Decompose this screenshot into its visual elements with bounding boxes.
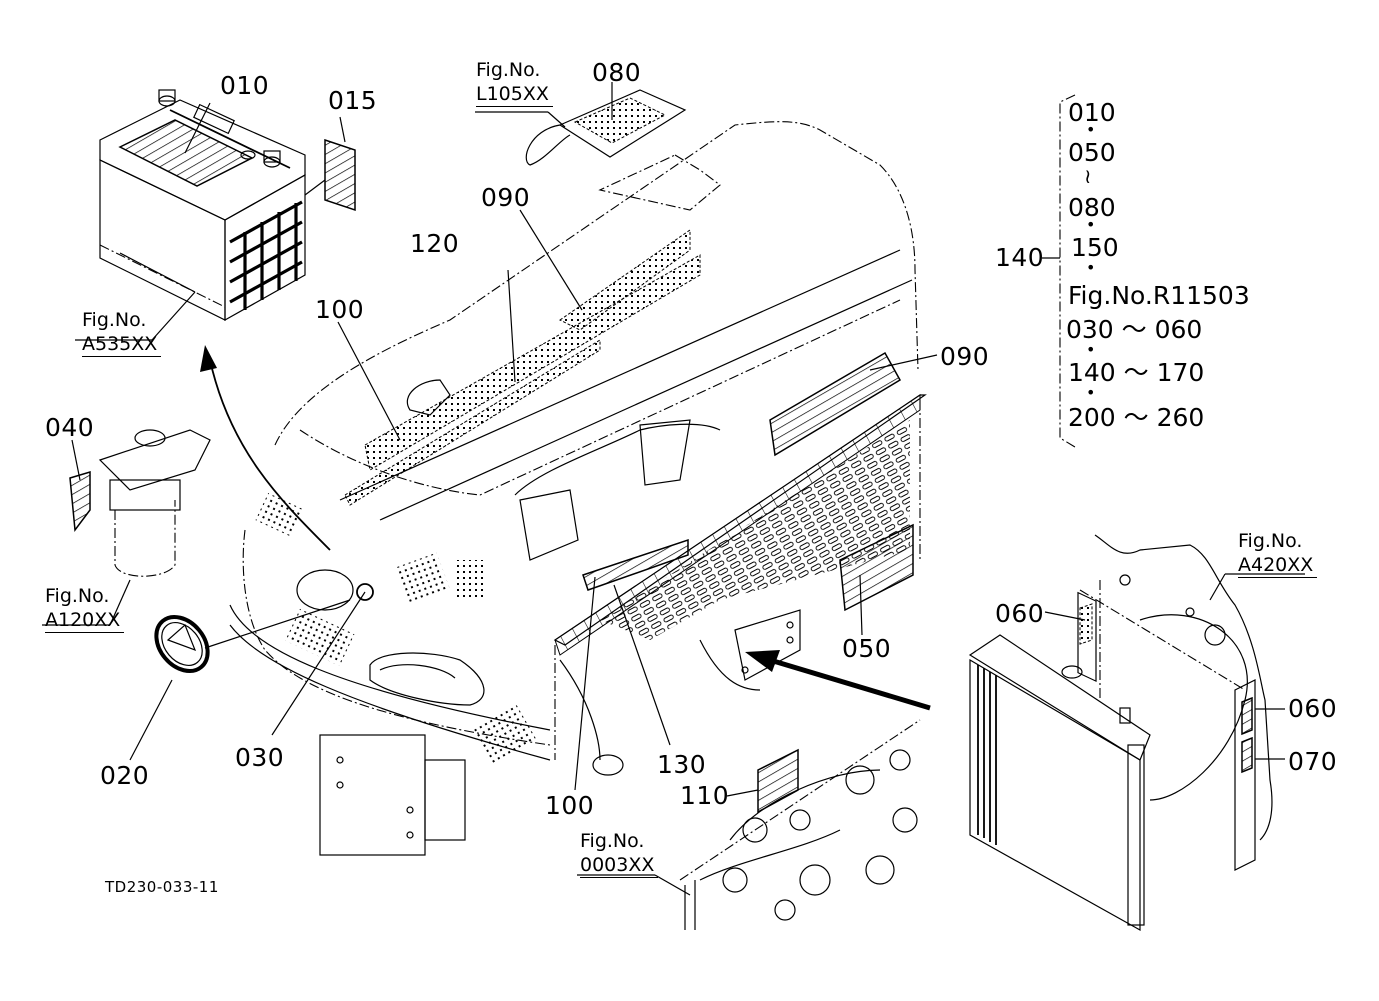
label-060-shroud-right [1241,696,1253,736]
set-separator: • [1086,215,1096,234]
callout-140: 140 [995,243,1045,272]
set-item: 030 ～ 060 [1066,315,1203,344]
callout-050: 050 [842,634,892,663]
label-060-shroud-left [1079,603,1093,645]
set-140-bracket [1042,94,1076,448]
fig-ref-a120[interactable]: Fig.No. A120XX [45,584,125,633]
radiator [968,634,1151,932]
set-item: 140 ～ 170 [1068,358,1205,387]
callout-020: 020 [100,761,150,790]
fuel-filter [98,429,211,577]
label-050-decal [839,523,914,612]
callout-030: 030 [235,743,285,772]
set-item: 080 [1068,193,1116,222]
fan-shroud [1077,534,1273,871]
fig-ref-a420[interactable]: Fig.No. A420XX [1238,529,1318,578]
fig-ref-number: L105XX [476,82,553,107]
callout-090-side: 090 [940,342,990,371]
set-separator: • [1086,258,1096,277]
callout-110: 110 [680,781,730,810]
label-110-sticker [757,748,799,814]
callout-060-right: 060 [1288,694,1338,723]
emblem [154,615,210,673]
fig-ref-0003[interactable]: Fig.No. 0003XX [580,829,659,878]
leader-lines [42,209,938,791]
set-separator: ≀ [1084,164,1092,188]
set-separator: • [1086,340,1096,359]
hood [229,121,927,856]
callout-015: 015 [328,86,378,115]
label-040-sticker [69,470,91,532]
fig-ref-prefix: Fig.No. [580,830,645,852]
callout-090-hood: 090 [481,183,531,212]
label-070-shroud [1241,736,1253,774]
callout-080: 080 [592,58,642,87]
set-item: 200 ～ 260 [1068,403,1205,432]
set-item: 010 [1068,98,1116,127]
fig-ref-l105[interactable]: Fig.No. L105XX [476,58,553,107]
label-130-stripe [582,538,689,591]
fig-ref-prefix: Fig.No. [476,59,541,81]
callout-070: 070 [1288,747,1338,776]
fig-ref-number: 0003XX [580,853,659,878]
fig-ref-prefix: Fig.No. [1238,530,1303,552]
set-item: Fig.No.R11503 [1068,281,1250,310]
battery-grid [229,200,303,310]
fig-ref-a535[interactable]: Fig.No. A535XX [82,308,162,357]
fig-ref-number: A535XX [82,332,162,357]
fig-ref-number: A420XX [1238,553,1318,578]
callout-010: 010 [220,71,270,100]
callout-120: 120 [410,229,460,258]
callout-100-side: 100 [545,791,595,820]
callout-060-left: 060 [995,599,1045,628]
fig-ref-number: A120XX [45,608,125,633]
callout-130: 130 [657,750,707,779]
set-item: 150 [1071,233,1119,262]
battery [99,89,306,322]
callout-040: 040 [45,413,95,442]
drawing-code: TD230-033-11 [105,878,219,896]
set-separator: • [1086,383,1096,402]
fig-ref-prefix: Fig.No. [45,585,110,607]
engine-head [679,719,921,930]
fig-ref-prefix: Fig.No. [82,309,147,331]
set-item: 050 [1068,138,1116,167]
label-015-sticker [324,138,356,212]
label-090-model-decal [769,351,902,457]
set-separator: • [1086,120,1096,139]
callout-100-hood: 100 [315,295,365,324]
